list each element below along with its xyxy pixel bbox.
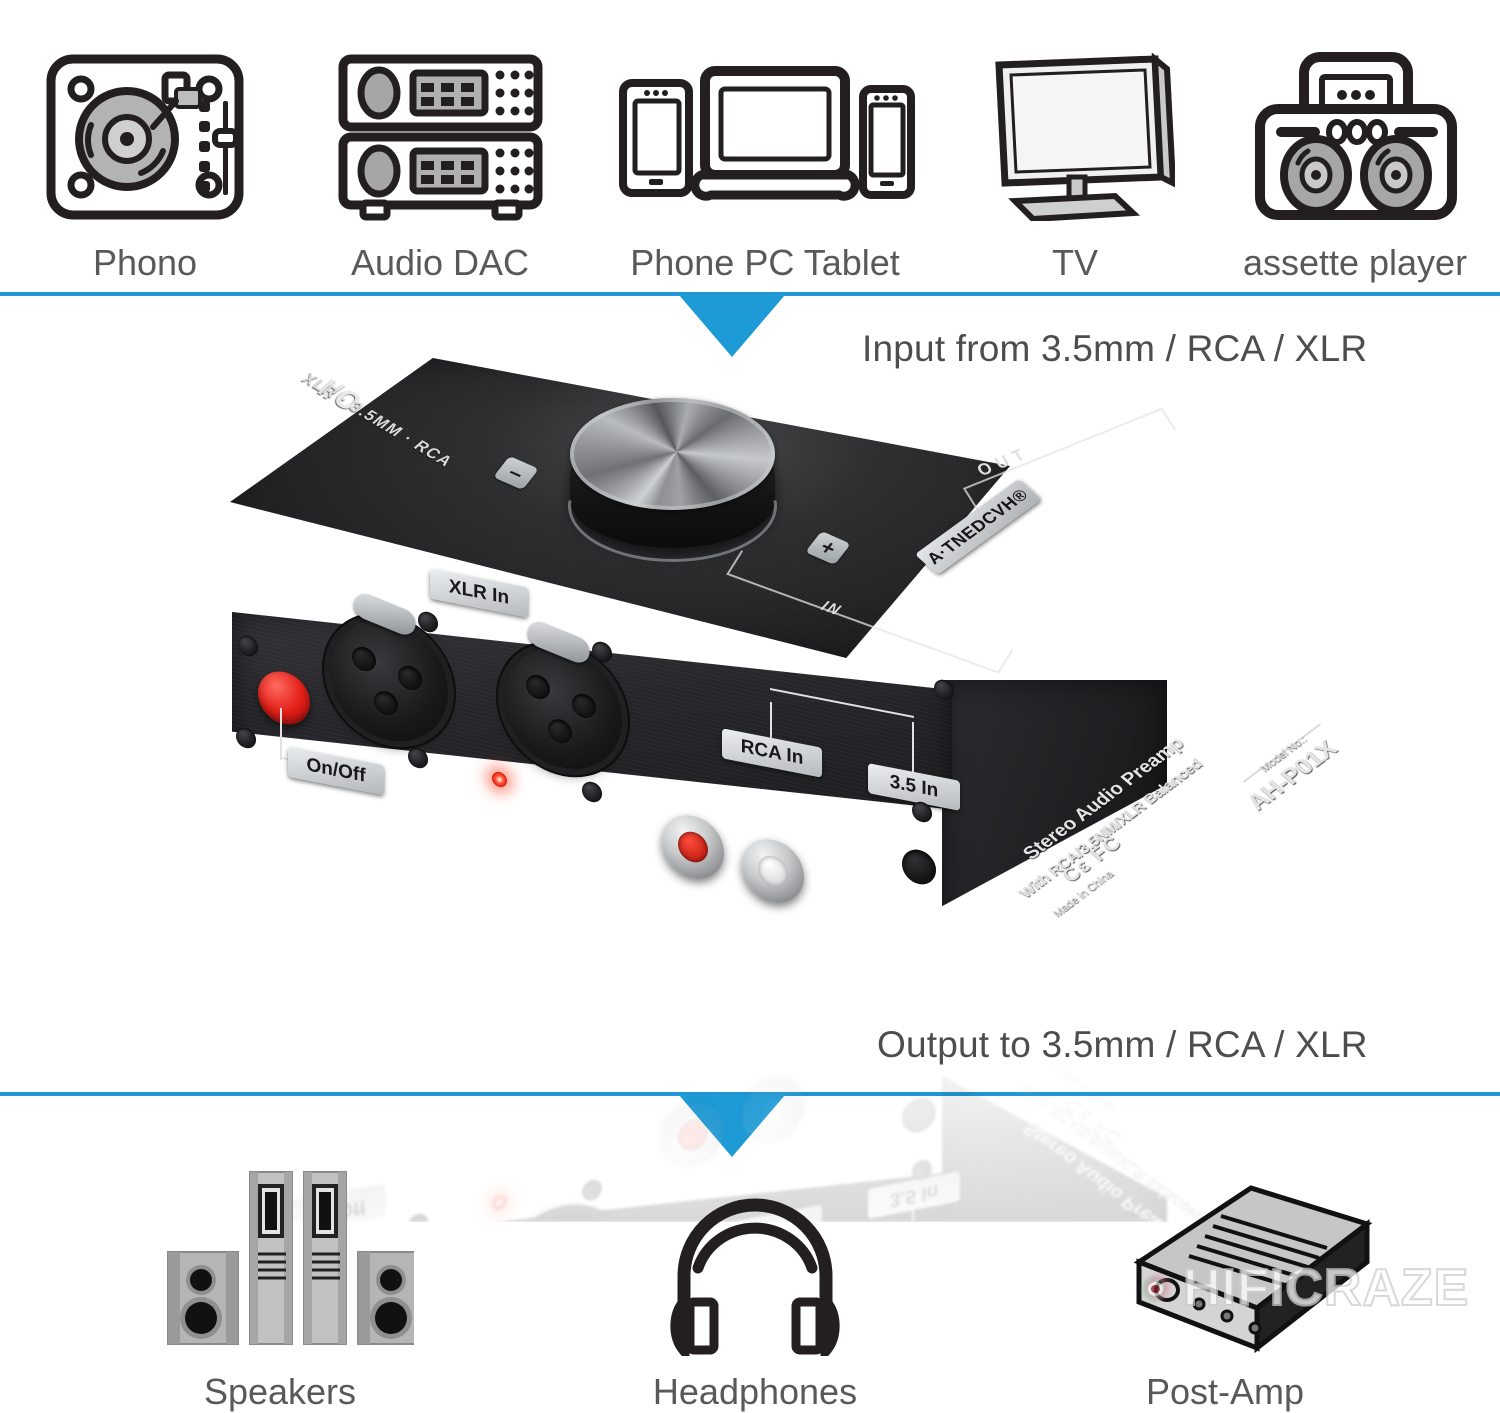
headphones-icon <box>664 1180 846 1356</box>
input-flow-arrow-icon <box>679 295 785 357</box>
xlr-input-label: XLR In <box>430 568 528 618</box>
devices-icon <box>609 61 921 221</box>
amplifier-icon <box>1075 1180 1375 1356</box>
turntable-icon <box>43 53 248 221</box>
aux-label-leader <box>912 721 914 777</box>
rca-input-left-channel[interactable] <box>742 833 804 909</box>
destination-label-post-amp: Post-Amp <box>1145 1371 1305 1412</box>
source-item-audio-dac: Audio DAC <box>290 6 590 281</box>
source-label-phono: Phono <box>92 242 198 283</box>
chassis-screw <box>582 780 602 804</box>
output-caption: Output to 3.5mm / RCA / XLR <box>877 1024 1368 1065</box>
source-item-phono: Phono <box>0 6 290 281</box>
source-label-audio-dac: Audio DAC <box>350 242 530 283</box>
destination-devices-row: Speakers Headphones <box>0 1110 1500 1410</box>
destination-item-headphones: Headphones <box>560 1110 950 1410</box>
source-item-cassette-player: assette player <box>1210 6 1500 281</box>
preamp-device-photo: I/O XLR · 3.5MM · RCA OUT IN – + A·TNEDC… <box>222 350 1343 1030</box>
boombox-icon <box>1248 51 1463 221</box>
stacked-dac-icon <box>333 51 548 221</box>
destination-item-post-amp: Post-Amp <box>950 1110 1500 1410</box>
origin-text: Made in China <box>1050 1062 1117 1114</box>
source-label-cassette-player: assette player <box>1242 242 1468 283</box>
output-flow-arrow-icon <box>679 1095 785 1157</box>
source-item-tv: TV <box>940 6 1210 281</box>
destination-label-speakers: Speakers <box>203 1371 357 1412</box>
power-label: On/Off <box>288 746 384 796</box>
source-devices-row: Phono <box>0 6 1500 281</box>
television-icon <box>975 53 1175 221</box>
rca-input-right-channel[interactable] <box>662 809 724 885</box>
chassis-screw <box>418 610 438 634</box>
source-item-devices: Phone PC Tablet <box>590 6 940 281</box>
bottom-divider <box>0 1092 1500 1096</box>
destination-item-speakers: Speakers <box>0 1110 560 1410</box>
power-label-leader <box>280 707 282 761</box>
input-caption: Input from 3.5mm / RCA / XLR <box>862 328 1368 369</box>
top-divider <box>0 292 1500 296</box>
aux-35mm-input-jack[interactable] <box>902 846 936 888</box>
power-led-indicator <box>492 770 507 789</box>
source-label-devices: Phone PC Tablet <box>630 242 900 283</box>
volume-knob[interactable] <box>568 398 777 568</box>
speakers-icon <box>146 1156 414 1356</box>
destination-label-headphones: Headphones <box>652 1371 858 1412</box>
source-label-tv: TV <box>1051 242 1098 283</box>
